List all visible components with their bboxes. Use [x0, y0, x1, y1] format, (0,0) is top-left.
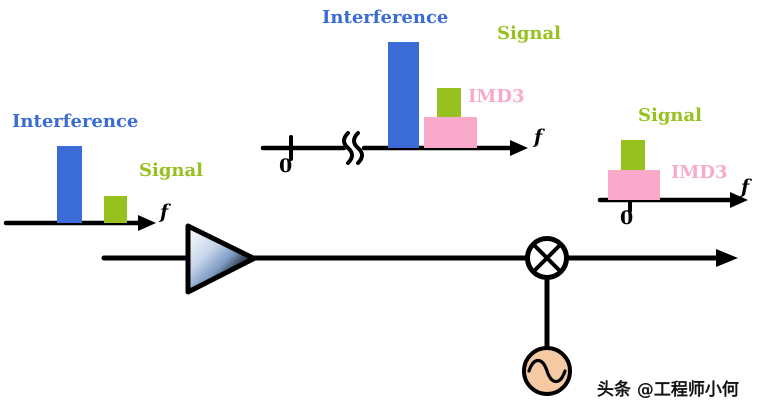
downconverted-freq-label: f [741, 176, 750, 198]
axis-break-icon [342, 131, 364, 165]
signal-path [101, 223, 738, 396]
downconverted-zero-label: 0 [620, 207, 634, 229]
amplified-interference-bar [388, 42, 419, 148]
input-signal-label: Signal [139, 160, 204, 181]
input-freq-label: f [160, 201, 169, 223]
amplified-freq-label: f [534, 126, 543, 148]
output-arrowhead-icon [716, 249, 738, 267]
axis-arrowhead-icon [138, 215, 156, 231]
amplified-imd3-label: IMD3 [468, 86, 525, 107]
amplified-spectrum-axis [260, 131, 528, 165]
input-signal-bar [104, 196, 127, 223]
downconverted-signal-label: Signal [638, 105, 703, 126]
local-oscillator-icon [522, 346, 572, 396]
amplified-imd3-bar [424, 117, 477, 148]
input-interference-label: Interference [12, 111, 139, 132]
watermark-text: 头条 @工程师小何 [597, 380, 739, 400]
downconverted-imd3-bar [608, 170, 660, 200]
sine-wave-icon [527, 358, 567, 384]
amplifier-icon [185, 223, 257, 295]
amplified-signal-label: Signal [497, 23, 562, 44]
mixer-icon [525, 236, 569, 280]
amplified-zero-label: 0 [279, 155, 293, 177]
amplified-interference-label: Interference [322, 7, 449, 28]
input-interference-bar [57, 146, 82, 223]
axis-arrowhead-icon [510, 140, 528, 156]
input-spectrum-axis [3, 215, 156, 231]
downconverted-imd3-label: IMD3 [671, 162, 728, 183]
axis-arrowhead-icon [730, 192, 748, 208]
